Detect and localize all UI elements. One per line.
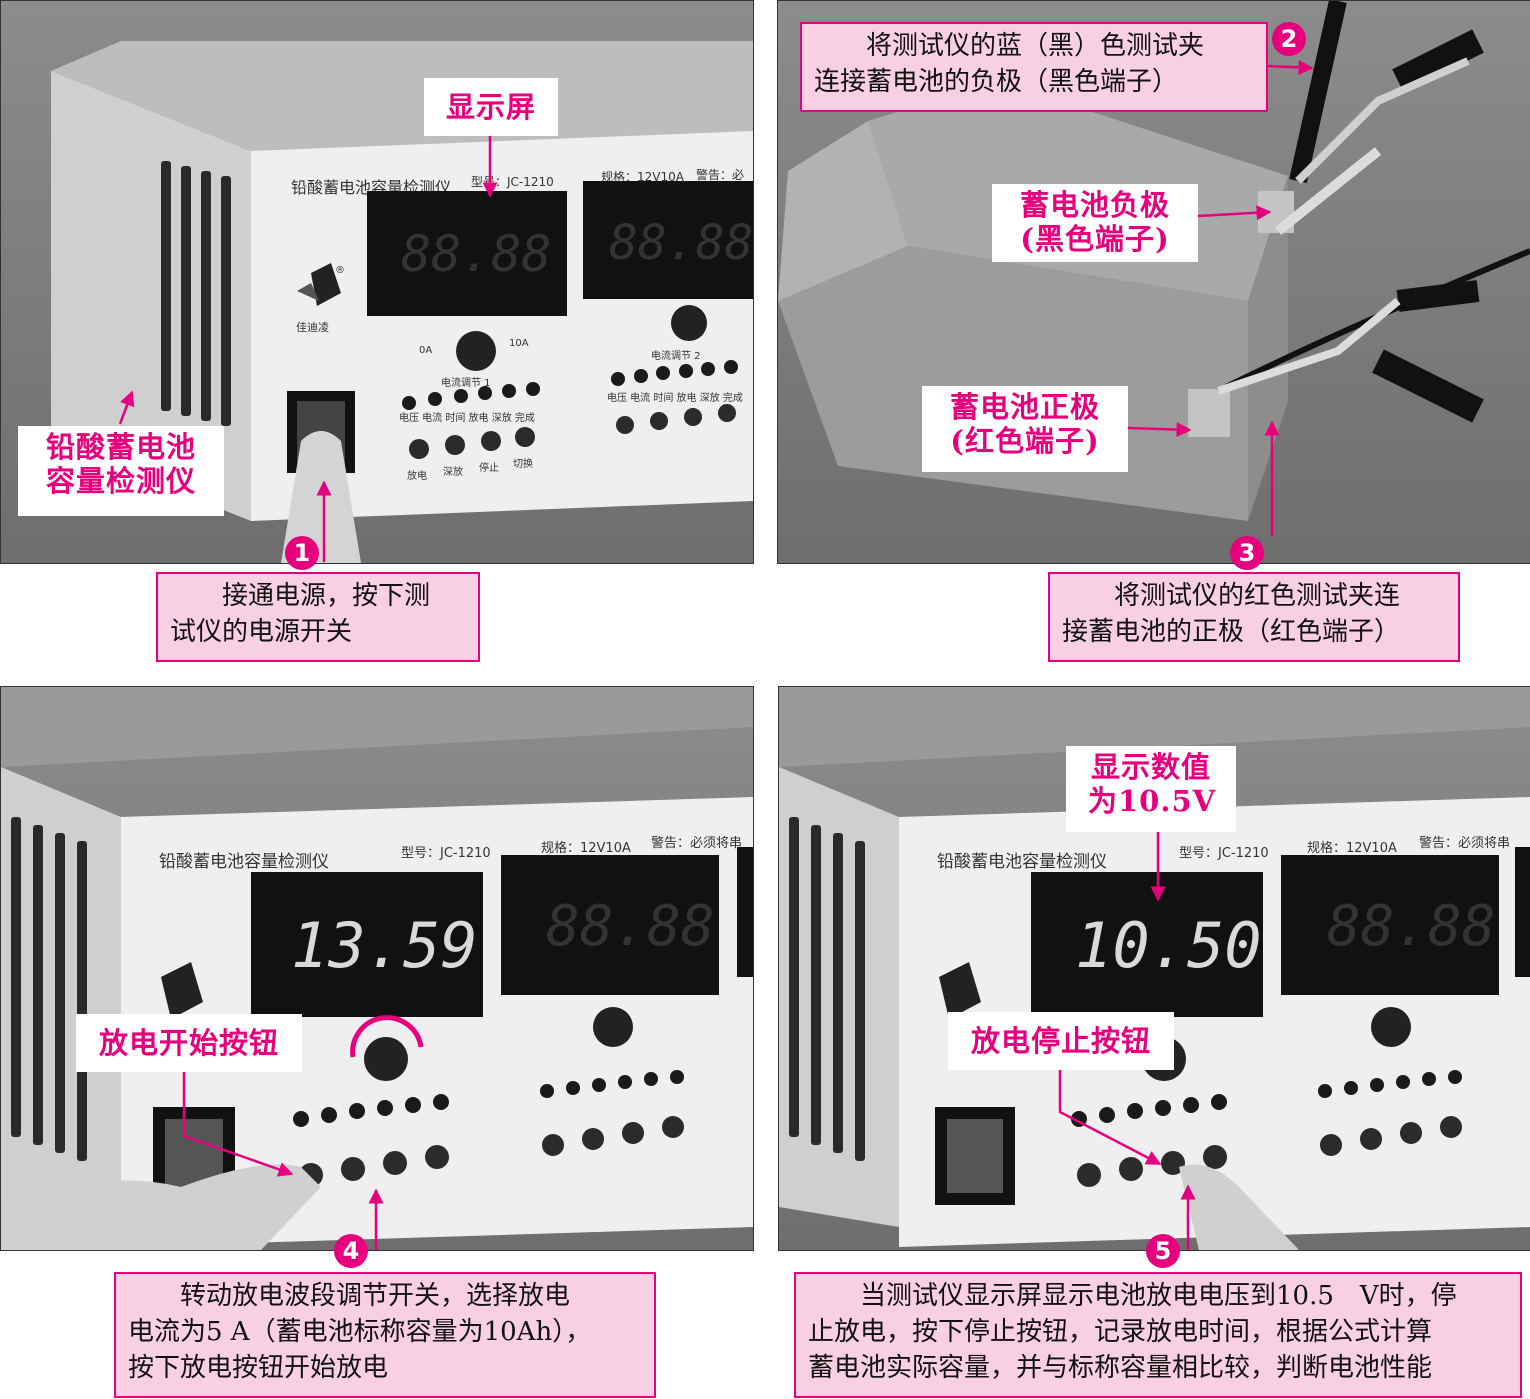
svg-text:®: ® xyxy=(335,265,345,276)
button-label-switch: 切换 xyxy=(513,457,533,470)
indicator-lamps xyxy=(402,360,738,410)
display-digits-2: 88.88 xyxy=(609,215,753,271)
device-title-3: 铅酸蓄电池容量检测仪 xyxy=(159,852,329,872)
black-clamp xyxy=(1274,147,1382,235)
callout-4-line-2: 电流为5 A（蓄电池标称容量为10Ah）， xyxy=(128,1317,592,1347)
indicator-labels-2: 电压 电流 时间 放电 深放 完成 xyxy=(607,391,743,404)
indicator-lamps-3 xyxy=(293,1070,684,1127)
brand-logo-icon-4 xyxy=(939,962,981,1019)
device-illustration-3: 铅酸蓄电池容量检测仪 型号：JC-1210 规格：12V10A 警告：必须将串 … xyxy=(1,687,753,1250)
callout-4-line-1: 转动放电波段调节开关，选择放电 xyxy=(180,1281,571,1311)
callout-5-line-2: 止放电，按下停止按钮，记录放电时间，根据公式计算 xyxy=(808,1317,1433,1347)
callout-5-line-1: 当测试仪显示屏显示电池放电电压到10.5 V时，停 xyxy=(860,1281,1457,1311)
display-digits-4b: 88.88 xyxy=(1327,894,1496,959)
device-model: 型号：JC-1210 xyxy=(471,175,554,189)
device-warning-4: 警告：必须将串 xyxy=(1419,835,1510,851)
knob-max: 10A xyxy=(509,338,529,349)
button-label-stop: 停止 xyxy=(479,461,499,474)
brand-name: 佳迪凌 xyxy=(296,320,329,334)
label-display-screen: 显示屏 xyxy=(424,78,558,136)
device-model-4: 型号：JC-1210 xyxy=(1179,846,1269,861)
label-discharge-start-button: 放电开始按钮 xyxy=(76,1014,302,1072)
device-model-3: 型号：JC-1210 xyxy=(401,846,491,861)
photo-power-switch: 铅酸蓄电池容量检测仪 型号：JC-1210 规格：12V10A 警告：必 88.… xyxy=(0,0,754,564)
label-device: 铅酸蓄电池容量检测仪 xyxy=(18,426,224,516)
switch-button[interactable] xyxy=(515,427,535,447)
button-label-deep: 深放 xyxy=(443,465,463,478)
label-positive-line-2: (红色端子) xyxy=(950,424,1100,458)
callout-2-line-1: 将测试仪的蓝（黑）色测试夹 xyxy=(866,31,1205,61)
callout-2-line-2: 连接蓄电池的负极（黑色端子） xyxy=(814,67,1179,97)
indicator-labels: 电压 电流 时间 放电 深放 完成 xyxy=(399,411,535,424)
label-discharge-stop-button: 放电停止按钮 xyxy=(948,1012,1174,1070)
label-device-text: 铅酸蓄电池容量检测仪 xyxy=(45,430,196,498)
discharge-stop-button[interactable] xyxy=(1161,1151,1185,1175)
callout-3-line-1: 将测试仪的红色测试夹连 xyxy=(1114,581,1401,611)
knob-rotation-arc xyxy=(350,1015,424,1058)
knob-label-2: 电流调节 2 xyxy=(651,349,701,362)
display-digits: 88.88 xyxy=(401,225,552,283)
callout-5-line-3: 蓄电池实际容量，并与标称容量相比较，判断电池性能 xyxy=(808,1353,1433,1383)
device-spec: 规格：12V10A xyxy=(601,169,685,184)
knob-label: 电流调节 1 xyxy=(441,376,491,389)
label-negative-terminal: 蓄电池负极 (黑色端子) xyxy=(992,184,1198,262)
device-spec-3: 规格：12V10A xyxy=(541,840,631,856)
device-warning: 警告：必 xyxy=(696,167,744,182)
knob-min: 0A xyxy=(419,345,432,356)
brand-logo-icon xyxy=(297,263,341,306)
label-negative-line-1: 蓄电池负极 xyxy=(1019,188,1170,222)
label-positive-terminal: 蓄电池正极 (红色端子) xyxy=(922,386,1128,472)
device-illustration: 铅酸蓄电池容量检测仪 型号：JC-1210 规格：12V10A 警告：必 88.… xyxy=(51,41,753,563)
label-display-value-line-2: 为10.5V xyxy=(1088,784,1217,818)
callout-step-3: 将测试仪的红色测试夹连 接蓄电池的正极（红色端子） xyxy=(1048,572,1460,662)
step-number-5: 5 xyxy=(1146,1234,1180,1268)
red-clamp xyxy=(1216,297,1401,395)
display-digits-3b: 88.88 xyxy=(546,894,715,959)
discharge-button[interactable] xyxy=(409,439,429,459)
callout-step-1: 接通电源，按下测 试仪的电源开关 xyxy=(156,572,480,662)
device-spec-4: 规格：12V10A xyxy=(1307,840,1397,856)
device-title-4: 铅酸蓄电池容量检测仪 xyxy=(937,852,1107,872)
step-number-3: 3 xyxy=(1230,536,1264,570)
label-display-value-line-1: 显示数值 xyxy=(1090,750,1211,784)
device-illustration-4: 铅酸蓄电池容量检测仪 型号：JC-1210 规格：12V10A 警告：必须将串 … xyxy=(779,687,1530,1250)
voltage-display-4: 10.50 xyxy=(1075,909,1262,982)
label-positive-line-1: 蓄电池正极 xyxy=(949,390,1100,424)
label-negative-line-2: (黑色端子) xyxy=(1020,222,1170,256)
callout-1-line-2: 试仪的电源开关 xyxy=(170,617,353,647)
deep-discharge-button[interactable] xyxy=(445,435,465,455)
step-number-4: 4 xyxy=(334,1234,368,1268)
callout-4-line-3: 按下放电按钮开始放电 xyxy=(128,1353,389,1383)
device-warning-3: 警告：必须将串 xyxy=(651,835,742,851)
photo-start-discharge: 铅酸蓄电池容量检测仪 型号：JC-1210 规格：12V10A 警告：必须将串 … xyxy=(0,686,754,1251)
step-number-2: 2 xyxy=(1272,22,1306,56)
brand-logo-icon-3 xyxy=(161,962,203,1019)
callout-1-line-1: 接通电源，按下测 xyxy=(222,581,431,611)
label-display-value: 显示数值 为10.5V xyxy=(1066,746,1236,832)
callout-step-2: 将测试仪的蓝（黑）色测试夹 连接蓄电池的负极（黑色端子） xyxy=(800,22,1268,112)
positive-terminal xyxy=(1188,389,1230,437)
callout-step-5: 当测试仪显示屏显示电池放电电压到10.5 V时，停 止放电，按下停止按钮，记录放… xyxy=(794,1272,1522,1398)
callout-step-4: 转动放电波段调节开关，选择放电 电流为5 A（蓄电池标称容量为10Ah）， 按下… xyxy=(114,1272,656,1398)
button-label-discharge: 放电 xyxy=(407,469,427,482)
voltage-display-3: 13.59 xyxy=(291,909,478,982)
step-number-1: 1 xyxy=(285,536,319,570)
stop-button[interactable] xyxy=(481,431,501,451)
callout-3-line-2: 接蓄电池的正极（红色端子） xyxy=(1062,617,1401,647)
